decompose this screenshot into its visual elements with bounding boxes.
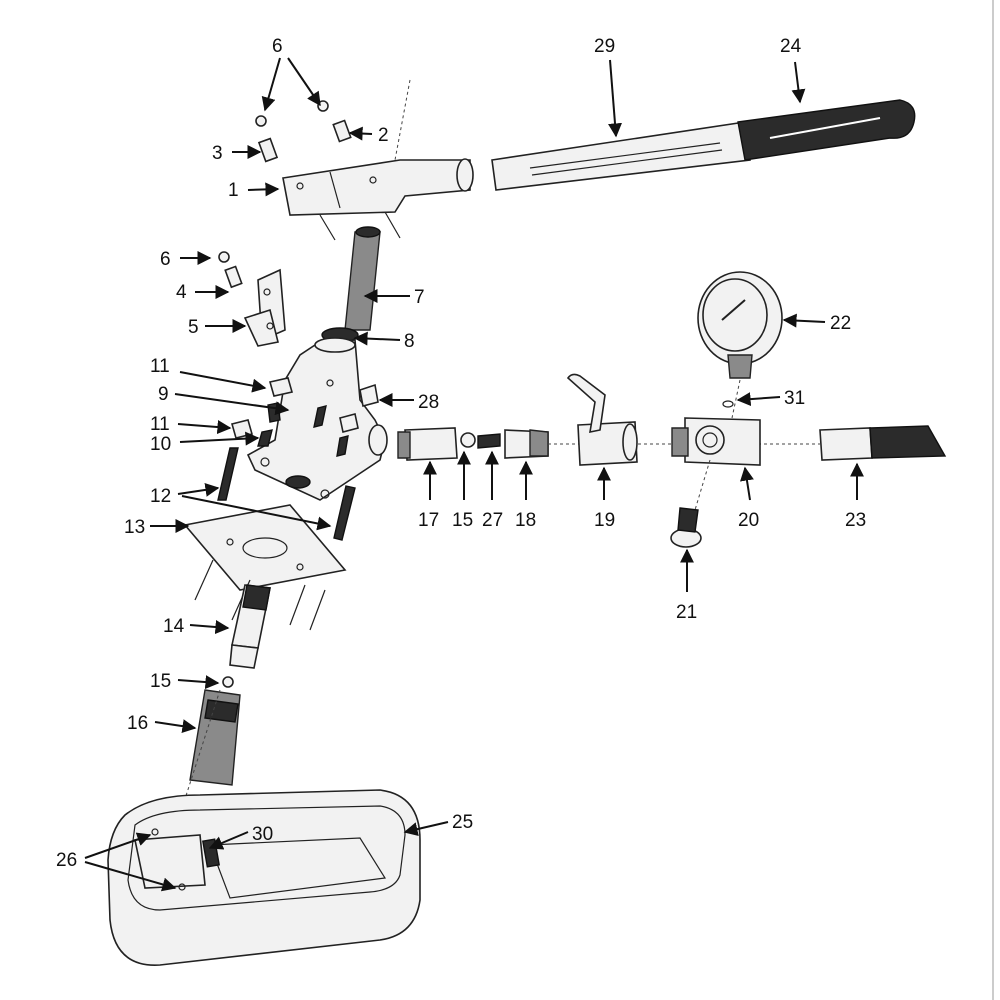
relief-valve-part [359,383,379,407]
seal-washer-part [722,400,734,408]
piston-rod-part [344,226,381,331]
grip-part [737,99,916,161]
nut-parts [231,377,359,457]
lever-bar-part [491,121,751,191]
callout-27: 27 [482,510,503,531]
callout-11-upper: 11 [150,356,170,377]
callout-17: 17 [418,510,439,531]
callout-9: 9 [158,384,169,405]
callout-15-upper: 15 [452,510,473,531]
callout-3: 3 [212,143,223,164]
callout-30: 30 [252,824,273,845]
callout-6-mid: 6 [160,249,171,270]
callout-10: 10 [150,434,171,455]
callout-28: 28 [418,392,439,413]
fitting-part [397,427,458,461]
callout-23: 23 [845,510,866,531]
callout-24: 24 [780,36,802,57]
spring-part [477,433,501,449]
callout-25: 25 [452,812,473,833]
callout-labels: 6 2 3 1 6 4 5 7 8 11 9 11 10 12 13 14 15… [56,36,866,871]
callout-6-top: 6 [272,36,283,57]
callout-26: 26 [56,850,77,871]
handle-bracket-part [282,79,474,241]
callout-15-lower: 15 [150,671,171,692]
callout-13: 13 [124,517,145,538]
pin-parts [218,100,352,289]
callout-16: 16 [127,713,148,734]
callout-7: 7 [414,287,425,308]
callout-29: 29 [594,36,615,57]
callout-14: 14 [163,616,185,637]
ball-part-upper [460,432,476,448]
callout-arrows [84,57,864,892]
callout-1: 1 [228,180,239,201]
link-plate-part [243,268,286,347]
callout-18: 18 [515,510,536,531]
callout-12: 12 [150,486,171,507]
pressure-gauge-part [697,271,783,419]
callout-19: 19 [594,510,615,531]
callout-21: 21 [676,602,697,623]
bolt-parts [217,447,356,541]
callout-22: 22 [830,313,851,334]
threaded-nipple-part [229,584,271,669]
ball-part-lower [222,676,234,688]
callout-20: 20 [738,510,759,531]
water-tank-part [107,789,421,966]
bleed-valve-part [670,507,702,548]
callout-8: 8 [404,331,415,352]
callout-2: 2 [378,125,389,146]
ball-valve-part [566,373,638,466]
callout-11-lower: 11 [150,414,170,435]
callout-31: 31 [784,388,805,409]
tee-fitting-part [671,417,761,511]
callout-4: 4 [176,282,187,303]
callout-5: 5 [188,317,199,338]
check-valve-part [504,429,549,459]
hose-part [819,425,947,461]
